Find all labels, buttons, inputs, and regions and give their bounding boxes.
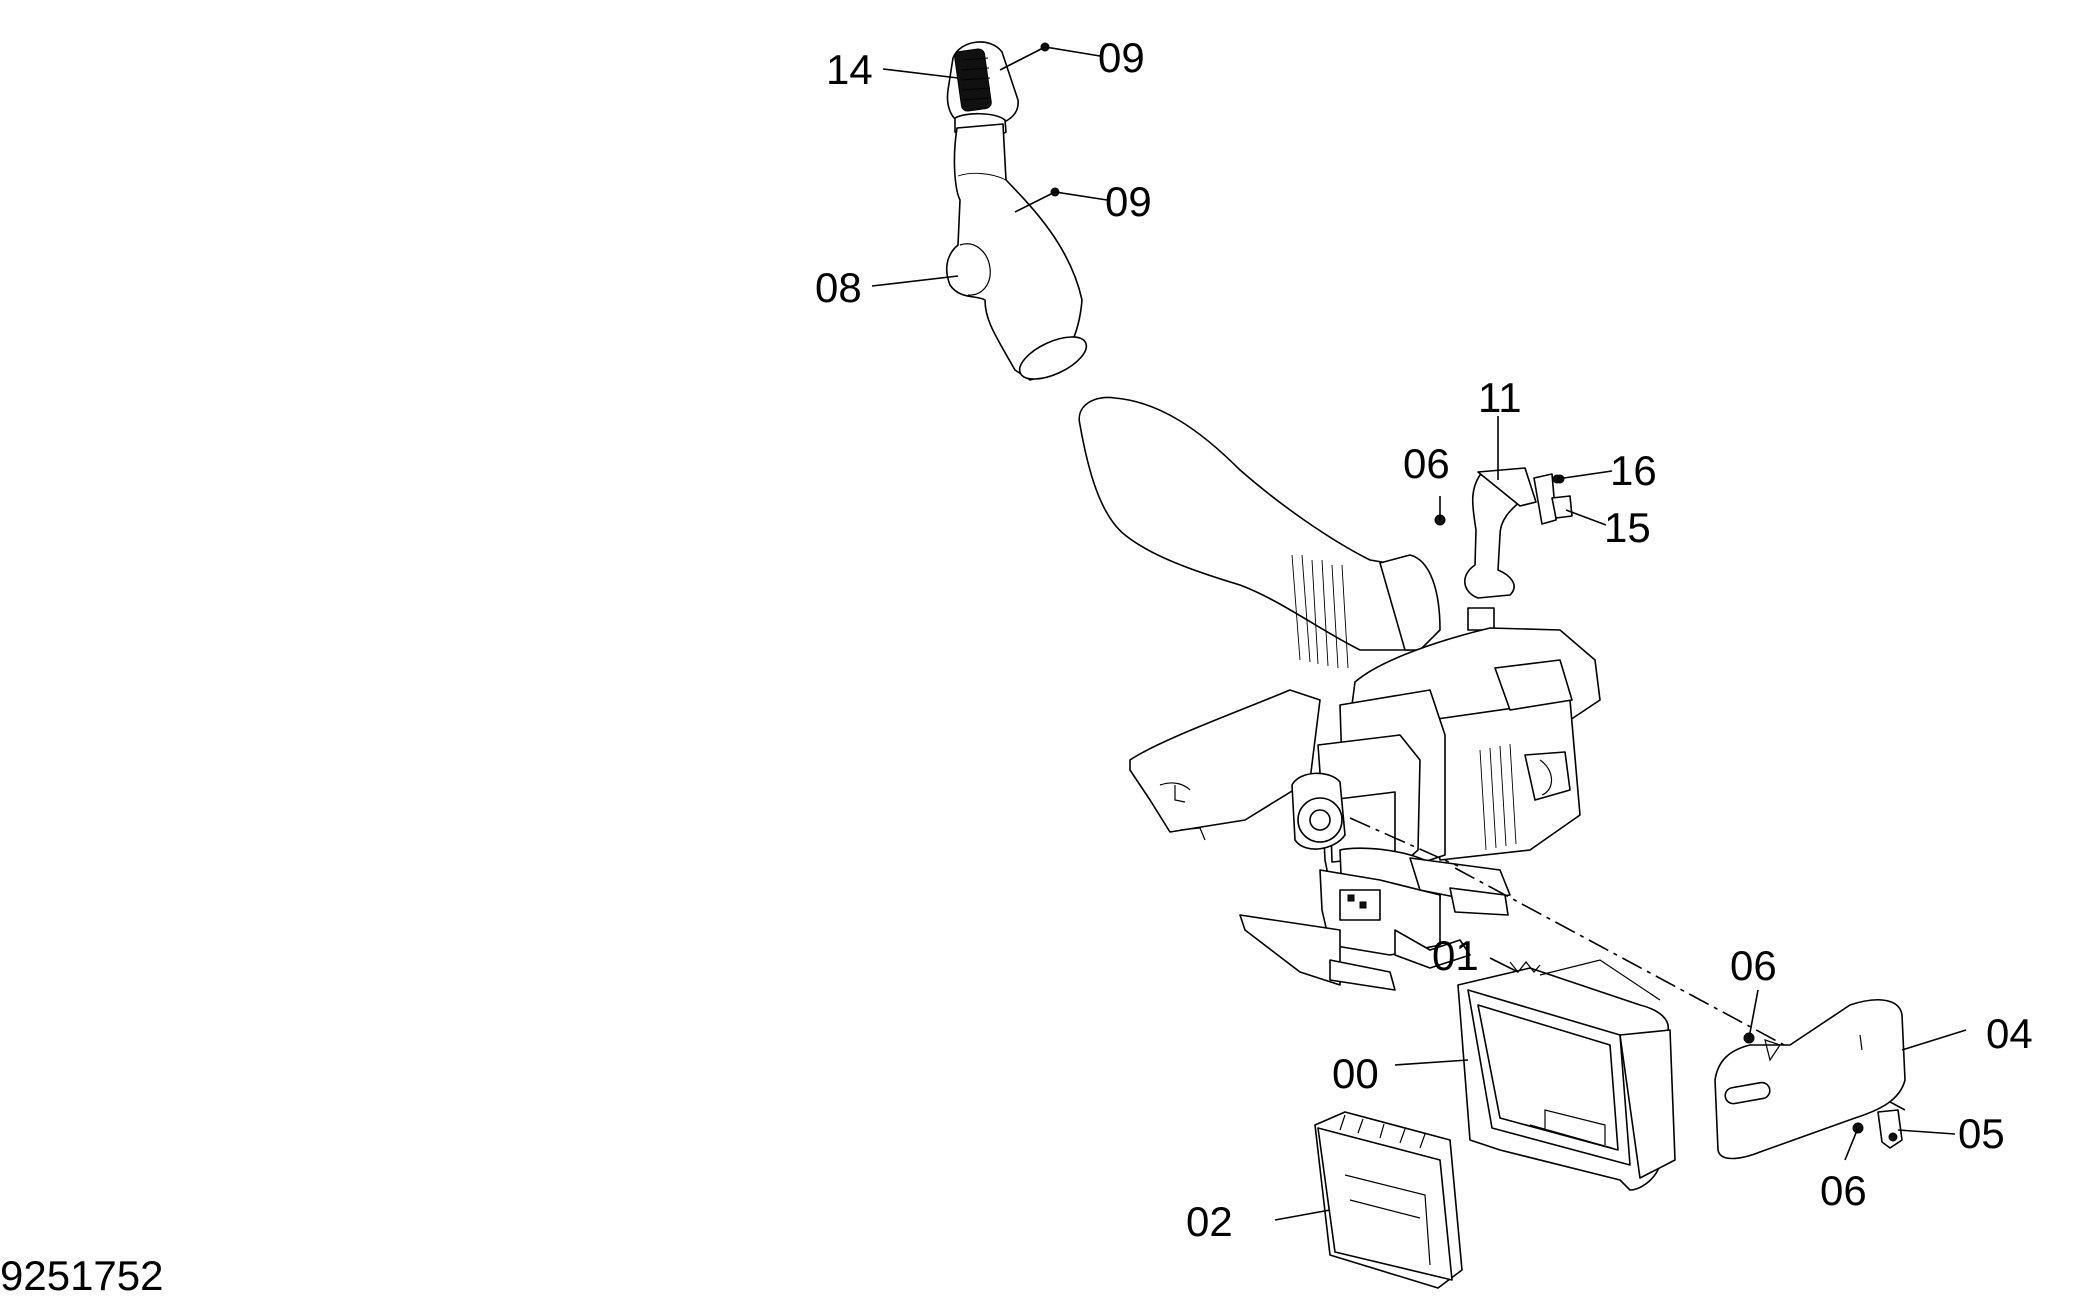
outlet-duct-part-11: [1464, 467, 1537, 631]
intake-cap-part-14: [946, 41, 1019, 139]
callout-09-mid: 09: [1105, 178, 1152, 225]
assembly-alignment-line-2: [1349, 817, 1459, 867]
callout-14: 14: [826, 46, 873, 93]
callout-05: 05: [1958, 1110, 2005, 1157]
cover-part-04: [1714, 999, 1906, 1160]
callout-09-top: 09: [1098, 34, 1145, 81]
drawing-number: 9251752: [0, 1252, 164, 1299]
clip-01: [1509, 961, 1541, 973]
callout-11: 11: [1478, 374, 1522, 421]
callout-01: 01: [1432, 932, 1479, 979]
callout-15: 15: [1604, 504, 1651, 551]
hvac-unit-assembly: [1129, 627, 1601, 991]
latch-part-05: [1877, 1109, 1903, 1149]
callout-08: 08: [815, 264, 862, 311]
intake-duct-part-08: [945, 123, 1088, 381]
leader-lines: [871, 46, 1967, 1221]
callout-00: 00: [1332, 1050, 1379, 1097]
callout-04: 04: [1986, 1010, 2033, 1057]
callout-06-middle: 06: [1730, 942, 1777, 989]
bracket-part-15: [1533, 473, 1573, 525]
callout-16: 16: [1610, 447, 1657, 494]
main-air-duct: [1078, 396, 1441, 669]
filter-housing-part-00: [1457, 959, 1676, 1191]
callout-06-lower: 06: [1820, 1167, 1867, 1214]
callout-02: 02: [1186, 1198, 1233, 1245]
callout-06-upper: 06: [1403, 440, 1450, 487]
callout-labels: 14 09 09 08 11 06 16 15 01 06 04 00 05 0…: [815, 34, 2033, 1245]
filter-element-part-02: [1314, 1111, 1463, 1289]
